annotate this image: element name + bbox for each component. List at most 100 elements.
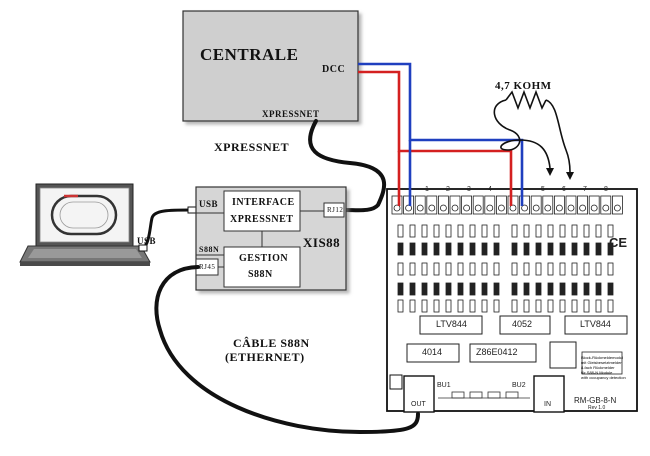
- board-port-bu2: BU2: [512, 382, 526, 389]
- board-component: [607, 224, 614, 238]
- board-component: [445, 224, 452, 238]
- board-component: [493, 262, 500, 276]
- terminal-screw: [509, 204, 517, 212]
- board-component: [559, 242, 566, 256]
- xis-rj12-label: RJ12: [327, 206, 344, 214]
- terminal-screw: [405, 204, 413, 212]
- cable-label-line1: CÂBLE S88N: [233, 336, 310, 350]
- terminal-number: 1: [425, 186, 429, 193]
- board-component: [559, 262, 566, 276]
- board-info-line: 8-fach Rückmelder: [581, 365, 615, 370]
- terminal-screw: [521, 204, 528, 212]
- board-component: [397, 262, 404, 276]
- laptop: [19, 183, 151, 266]
- feedback-board: [386, 188, 638, 413]
- board-component: [397, 299, 404, 313]
- cable-label-line2: (ETHERNET): [225, 350, 305, 364]
- board-component: [433, 242, 440, 256]
- xis-gestion-box: [223, 246, 301, 288]
- board-component: [409, 262, 416, 276]
- board-component: [493, 224, 500, 238]
- board-component: [583, 262, 590, 276]
- terminal-screw: [428, 204, 436, 212]
- board-component: [421, 242, 428, 256]
- board-component: [511, 299, 518, 313]
- board-component: [469, 262, 476, 276]
- board-component: [535, 242, 542, 256]
- board-component: [493, 299, 500, 313]
- terminal-screw: [532, 204, 540, 212]
- board-component: [535, 224, 542, 238]
- board-component: [595, 224, 602, 238]
- board-component: [511, 224, 518, 238]
- board-chip-z86: Z86E0412: [476, 347, 518, 357]
- board-component: [571, 262, 578, 276]
- resistor-label: 4,7 KOHM: [495, 80, 552, 92]
- board-info-line: Block-Rückmeldemodul: [581, 355, 624, 360]
- board-component: [409, 242, 416, 256]
- board-model: RM-GB-8-N: [574, 396, 617, 405]
- board-component: [547, 262, 554, 276]
- board-component: [469, 242, 476, 256]
- board-component: [607, 262, 614, 276]
- board-chip-ltv844-a: LTV844: [436, 319, 467, 329]
- board-component: [559, 299, 566, 313]
- terminal-screw: [602, 204, 610, 212]
- board-component: [445, 299, 452, 313]
- board-component: [493, 242, 500, 256]
- rj12-jack: [323, 202, 345, 218]
- board-component: [571, 224, 578, 238]
- board-ce-mark: CE: [609, 235, 628, 250]
- board-component: [421, 262, 428, 276]
- terminal-screw: [486, 204, 494, 212]
- board-component: [397, 224, 404, 238]
- board-component: [457, 282, 464, 296]
- board-info-line: with occupancy detection: [581, 375, 626, 380]
- terminal-screw: [474, 204, 482, 212]
- board-component: [535, 262, 542, 276]
- board-connector-in: IN: [544, 401, 551, 408]
- board-component: [571, 242, 578, 256]
- terminal-screw: [451, 204, 459, 212]
- xis-interface-line1: INTERFACE: [232, 197, 295, 208]
- centrale-xpressnet-port: XPRESSNET: [262, 109, 320, 119]
- terminal-screw: [544, 204, 552, 212]
- board-component: [493, 282, 500, 296]
- board-component: [481, 299, 488, 313]
- resistor-lead-left: [493, 99, 551, 169]
- board-component: [559, 224, 566, 238]
- board-component: [421, 224, 428, 238]
- board-component: [433, 299, 440, 313]
- board-component: [547, 299, 554, 313]
- board-component: [433, 224, 440, 238]
- board-component: [445, 282, 452, 296]
- board-component: [409, 282, 416, 296]
- terminal-screw: [579, 204, 586, 212]
- board-component: [469, 224, 476, 238]
- board-component: [445, 242, 452, 256]
- board-component: [481, 282, 488, 296]
- board-component: [469, 282, 476, 296]
- terminal-number: 3: [467, 186, 471, 193]
- board-component: [547, 224, 554, 238]
- board-component: [607, 299, 614, 313]
- board-component: [583, 299, 590, 313]
- terminal-number: 8: [604, 186, 608, 193]
- board-component: [457, 299, 464, 313]
- terminal-number: 4: [488, 186, 492, 193]
- board-component: [409, 299, 416, 313]
- board-component: [571, 299, 578, 313]
- terminal-screw: [497, 204, 505, 212]
- board-component: [595, 262, 602, 276]
- centrale-box: [182, 10, 359, 122]
- xpressnet-label: XPRESSNET: [214, 140, 290, 154]
- board-component: [583, 224, 590, 238]
- board-component: [583, 242, 590, 256]
- board-component: [511, 262, 518, 276]
- board-component: [409, 224, 416, 238]
- board-component: [481, 262, 488, 276]
- board-component: [547, 242, 554, 256]
